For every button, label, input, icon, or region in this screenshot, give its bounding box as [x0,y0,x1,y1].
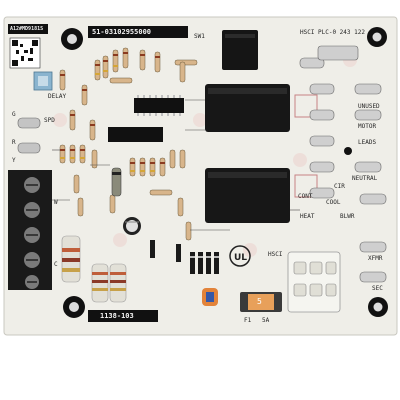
fuse-value: 5 [257,297,262,306]
spd-label: SPD [44,117,55,124]
label-heat: HEAT [300,213,315,220]
relay-blower-2 [205,168,290,223]
label-unused: UNUSED [358,103,380,110]
side-letter-g: G [12,111,16,118]
label-xfmr: XFMR [368,255,383,262]
diodes [150,240,219,274]
label-cool: COOL [326,199,341,206]
model-code: 1138-103 [100,312,134,320]
hsci-bottom-label: HSCI [268,251,283,258]
sw-label: SW1 [194,33,205,40]
right-spade-terminals [299,45,387,283]
mounting-holes [61,27,388,318]
svg-text:UL: UL [234,253,247,263]
delay-label: DELAY [48,93,67,100]
ul-logo: UL [229,245,251,267]
relay-blower-1 [205,84,290,132]
side-letter-r: R [12,139,16,146]
relay-small [222,30,258,70]
top-left-code: A12#MD9181S [10,26,44,32]
power-resistors [61,235,127,303]
side-letter-w: W [54,199,58,206]
side-letter-c: C [54,261,58,268]
plc-label: PLC-0 243 122 [318,29,365,36]
label-cont: CONT [298,193,313,200]
white-connector [287,251,341,313]
ic-chip-2 [108,127,163,142]
resistors [59,47,198,241]
label-blwr: BLWR [340,213,355,220]
hsci-label: HSCI [300,29,315,36]
side-letter-y: Y [12,157,16,164]
label-motor: MOTOR [358,123,377,130]
label-sec: SEC [372,285,383,292]
ic-chip-1 [134,98,184,113]
left-spade-terminals [17,117,41,154]
fuse-label: F1 [244,317,252,324]
label-neutral: NEUTRAL [352,175,378,182]
label-leads: LEADS [358,139,377,146]
part-number: 51-03102955000 [92,28,152,36]
fuse-rating: 5A [262,317,270,324]
label-cir: CIR [334,183,345,190]
